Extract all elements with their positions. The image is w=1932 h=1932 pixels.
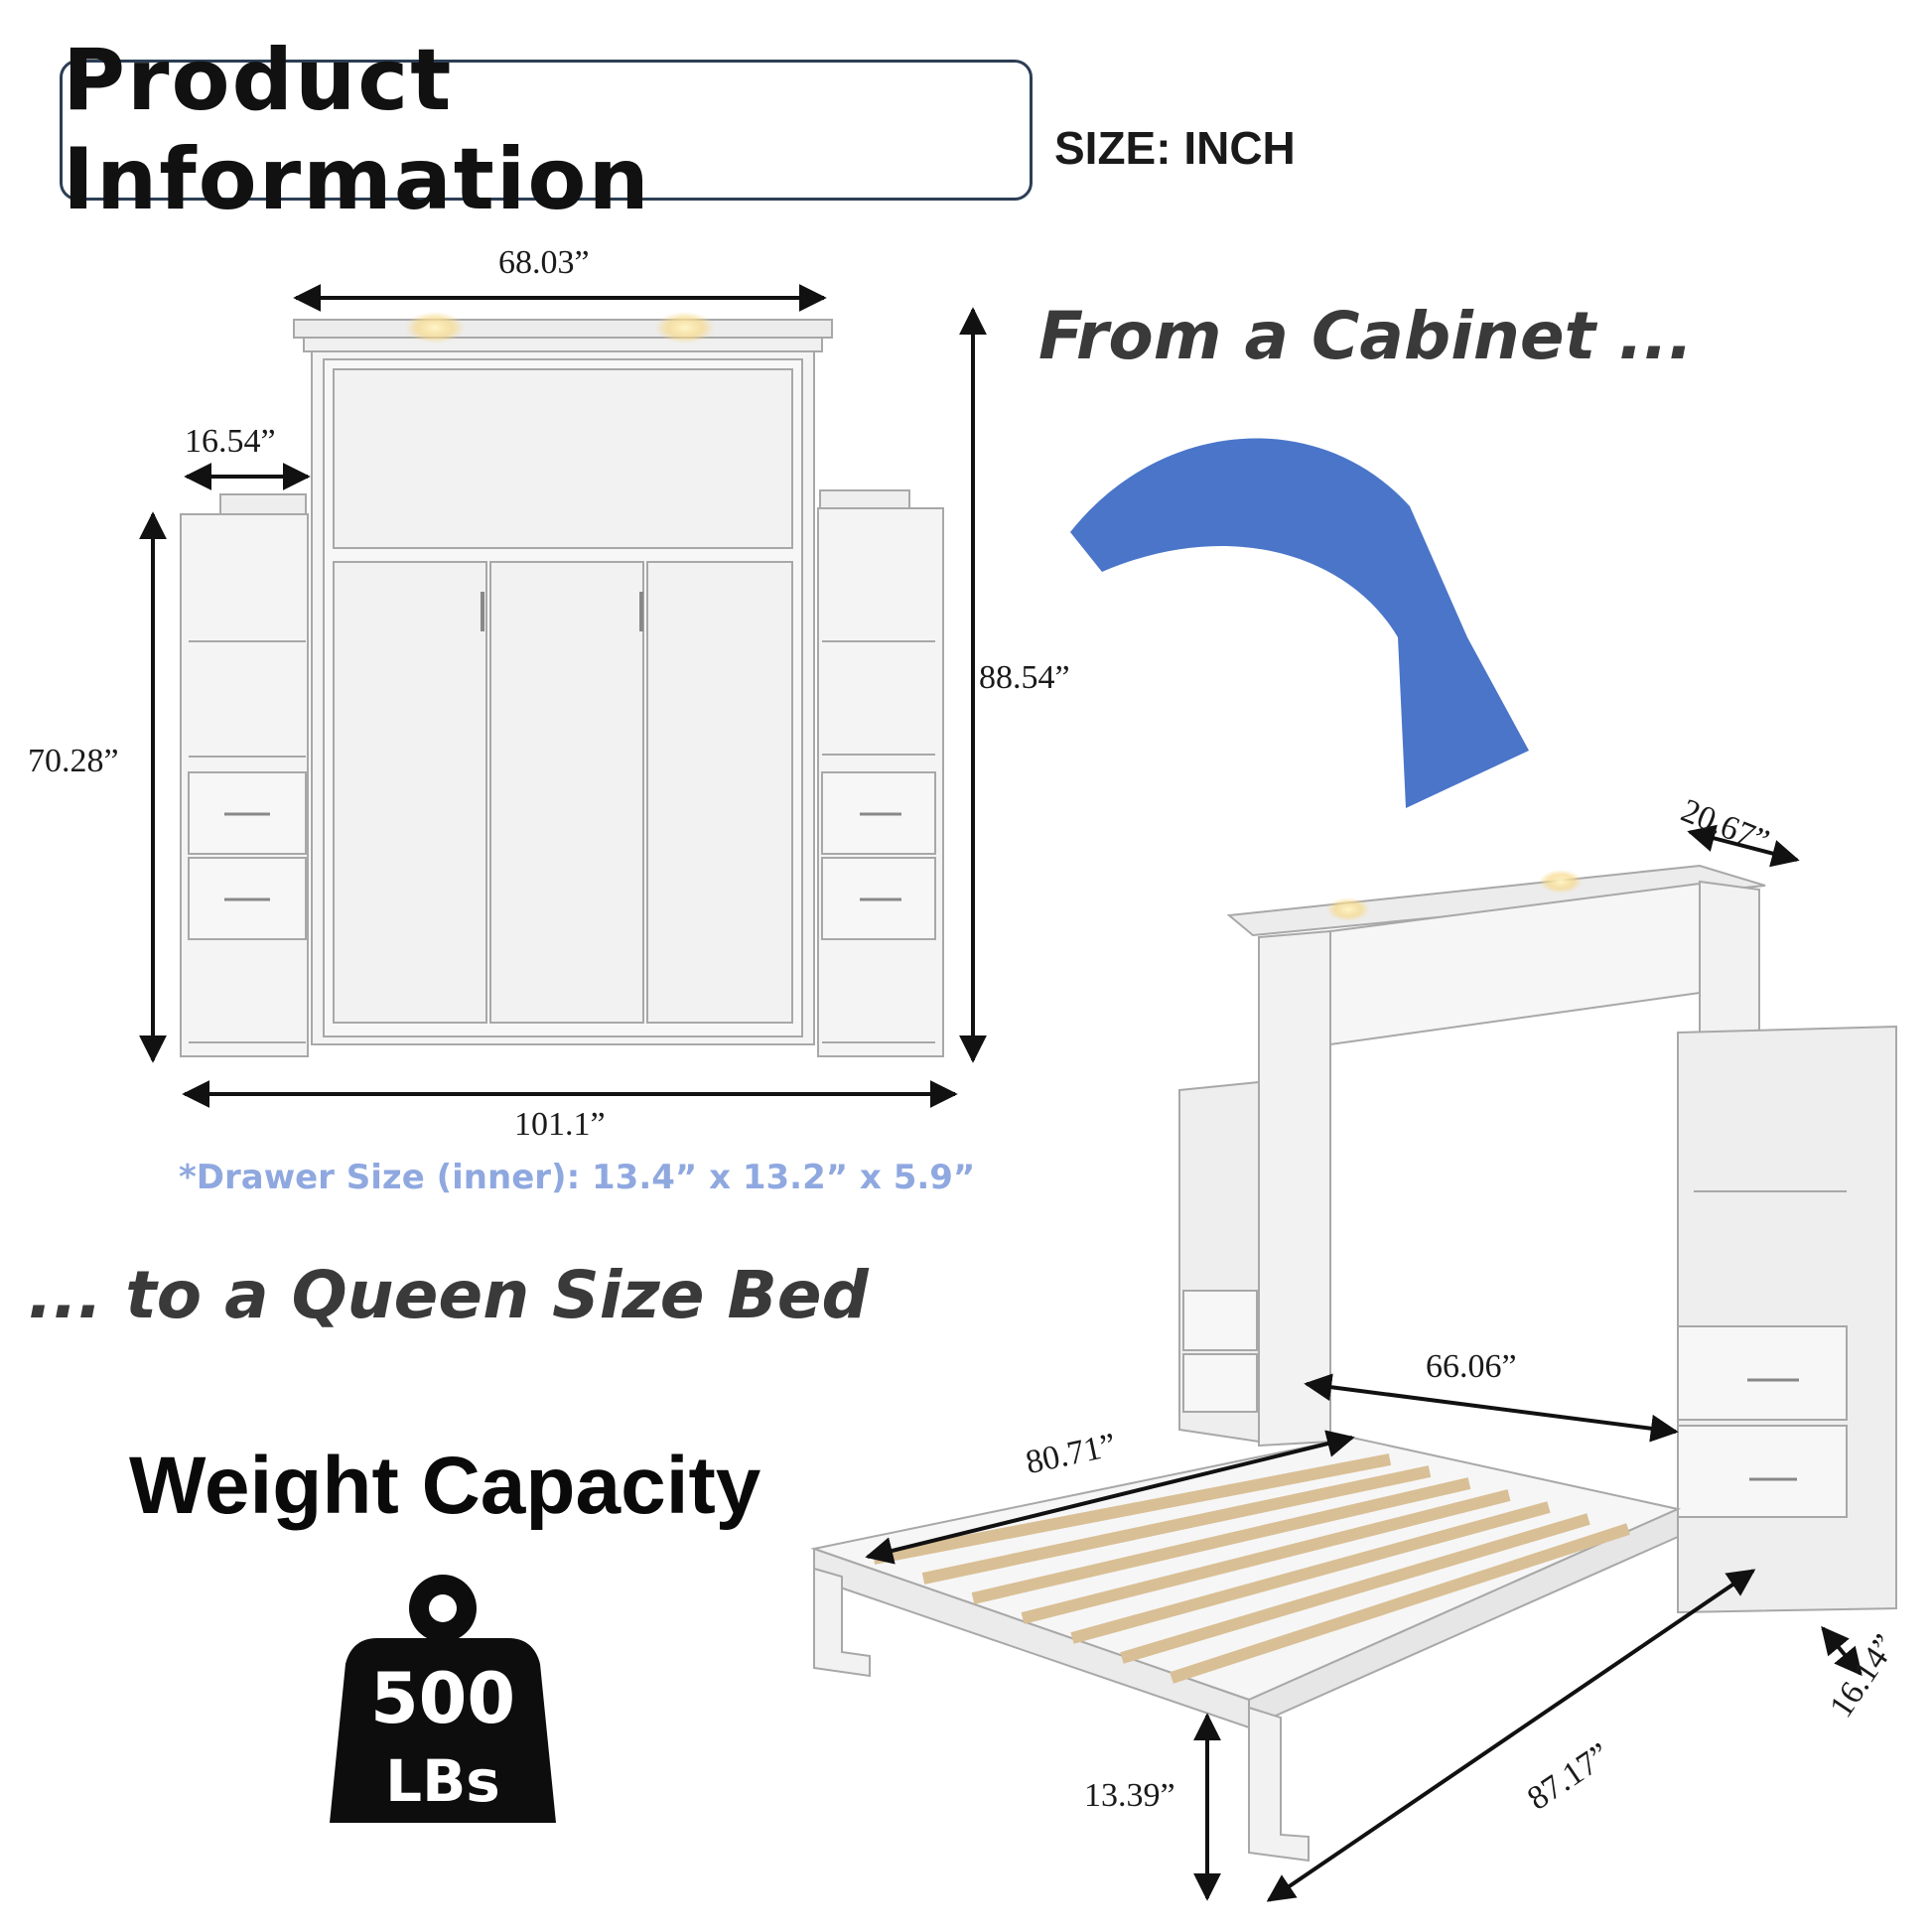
tagline-to-bed: ... to a Queen Size Bed xyxy=(28,1257,869,1333)
dimension-inner-width: 66.06” xyxy=(1426,1348,1517,1385)
cabinet-closed xyxy=(180,319,944,1057)
dimension-side-depth: 16.54” xyxy=(185,423,276,460)
weight-value: 500 xyxy=(369,1658,516,1739)
dimension-total-width: 101.1” xyxy=(514,1106,606,1143)
drawer-size-note: *Drawer Size (inner): 13.4” x 13.2” x 5.… xyxy=(179,1158,976,1197)
dimension-top-width: 68.03” xyxy=(498,244,590,281)
weight-capacity-title: Weight Capacity xyxy=(129,1441,761,1531)
dimension-leg-height: 13.39” xyxy=(1084,1777,1175,1814)
weight-icon xyxy=(330,1575,556,1823)
transform-arrow xyxy=(1070,438,1529,808)
size-unit-label: SIZE: INCH xyxy=(1054,122,1296,174)
weight-unit: LBs xyxy=(385,1747,500,1815)
dimension-total-height: 88.54” xyxy=(979,659,1070,696)
tagline-from-cabinet: From a Cabinet ... xyxy=(1038,298,1694,374)
dimension-side-height: 70.28” xyxy=(28,743,119,779)
